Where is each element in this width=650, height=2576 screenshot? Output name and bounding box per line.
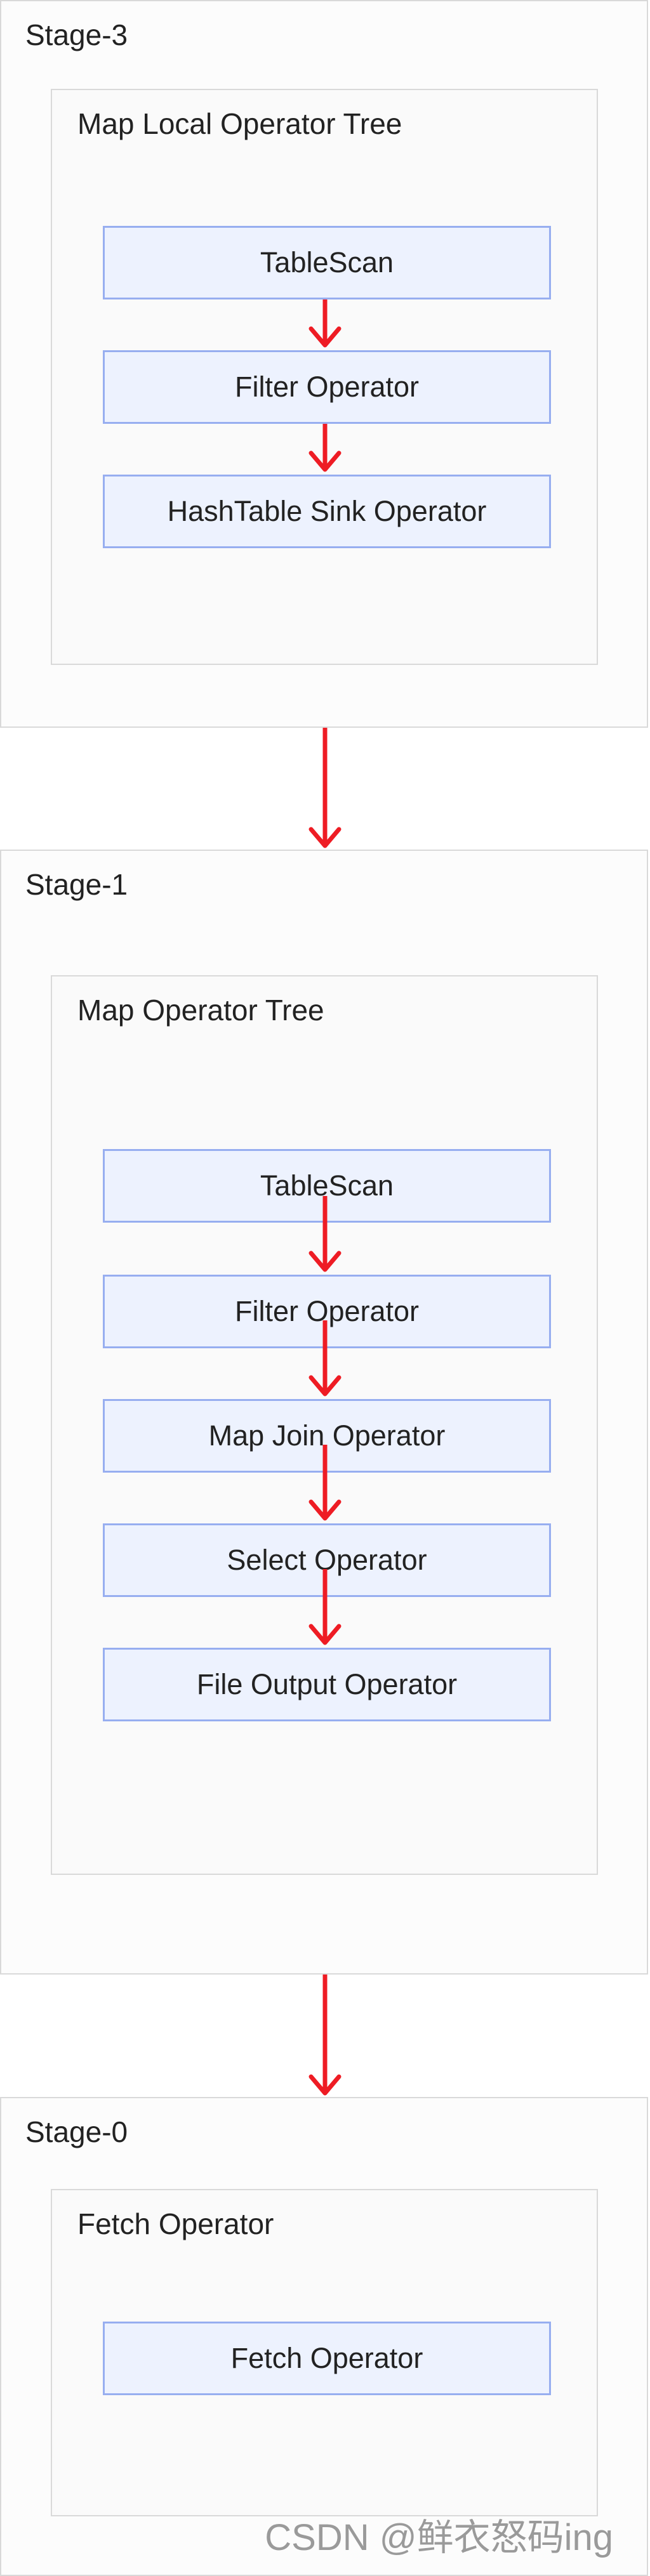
- operator-table-scan: TableScan: [103, 1149, 551, 1223]
- stage-0-panel: Stage-0 Fetch Operator Fetch Operator: [0, 2097, 648, 2576]
- map-operator-tree-title: Map Operator Tree: [77, 994, 324, 1027]
- operator-map-join: Map Join Operator: [103, 1399, 551, 1473]
- stage-1-title: Stage-1: [25, 868, 128, 901]
- stage-3-title: Stage-3: [25, 18, 128, 51]
- operator-file-output: File Output Operator: [103, 1648, 551, 1721]
- flow-arrow: [308, 728, 342, 848]
- operator-table-scan: TableScan: [103, 226, 551, 299]
- fetch-operator-panel-title: Fetch Operator: [77, 2207, 274, 2240]
- map-local-operator-tree-title: Map Local Operator Tree: [77, 107, 402, 140]
- fetch-operator-panel: Fetch Operator Fetch Operator: [51, 2189, 598, 2516]
- operator-filter: Filter Operator: [103, 1275, 551, 1348]
- map-local-operator-tree-panel: Map Local Operator Tree TableScan Filter…: [51, 89, 598, 665]
- operator-select: Select Operator: [103, 1523, 551, 1597]
- operator-fetch: Fetch Operator: [103, 2322, 551, 2395]
- map-operator-tree-panel: Map Operator Tree TableScan Filter Opera…: [51, 975, 598, 1875]
- stage-3-panel: Stage-3 Map Local Operator Tree TableSca…: [0, 0, 648, 728]
- operator-filter: Filter Operator: [103, 350, 551, 424]
- stage-1-panel: Stage-1 Map Operator Tree TableScan Filt…: [0, 850, 648, 1975]
- flow-arrow: [308, 1975, 342, 2096]
- stage-0-title: Stage-0: [25, 2115, 128, 2148]
- csdn-watermark: CSDN @鲜衣怒码ing: [265, 2517, 613, 2558]
- operator-hashtable-sink: HashTable Sink Operator: [103, 475, 551, 548]
